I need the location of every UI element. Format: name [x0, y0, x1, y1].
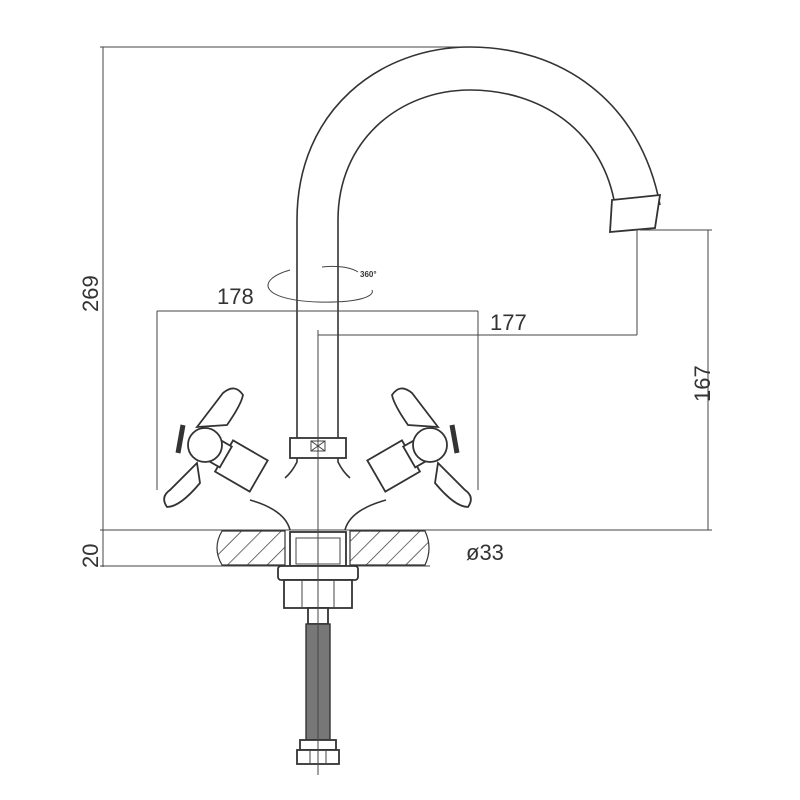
- left-cross-handle: [163, 387, 269, 508]
- rotation-label: 360°: [360, 270, 377, 279]
- aerator-nozzle: [609, 193, 662, 233]
- dimension-label-269: 269: [78, 275, 103, 312]
- dimension-label-177: 177: [490, 310, 527, 335]
- dimension-spout-reach: 177: [318, 230, 638, 336]
- right-cross-handle: [366, 387, 472, 508]
- rotation-360-indicator: 360°: [267, 265, 377, 303]
- dimension-label-178: 178: [217, 284, 254, 309]
- spout: [296, 46, 662, 440]
- dimension-label-167: 167: [690, 365, 715, 402]
- dimension-handle-span: 178: [156, 284, 479, 490]
- dimension-spout-height: 167: [640, 229, 715, 530]
- dimension-label-20: 20: [78, 544, 103, 568]
- countertop-section: 20 ø33: [78, 529, 712, 568]
- dimension-label-diameter: ø33: [466, 540, 504, 565]
- dimension-total-height: 269: [78, 46, 470, 567]
